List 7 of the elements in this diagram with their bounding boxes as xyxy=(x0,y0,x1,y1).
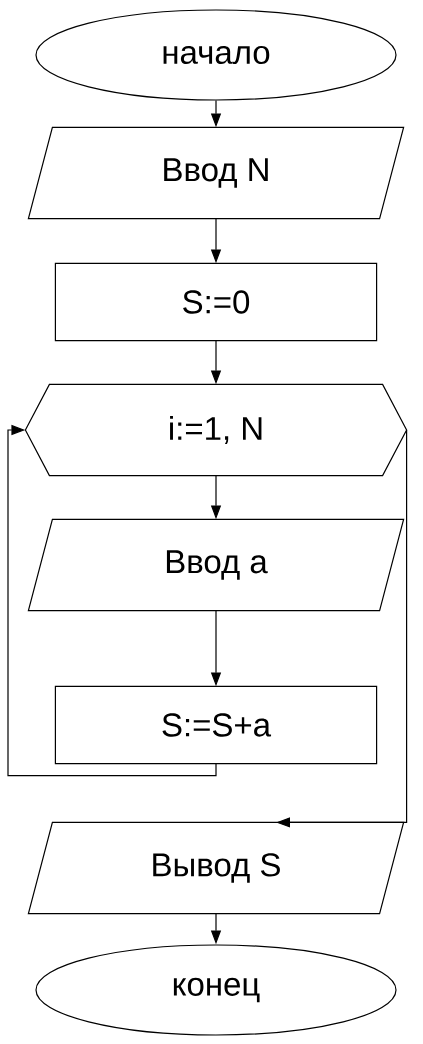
input-parallelogram: Ввод N xyxy=(27,126,405,220)
arrow xyxy=(7,424,217,777)
input-parallelogram: Ввод a xyxy=(27,518,405,612)
output-parallelogram: Вывод S xyxy=(27,821,405,915)
process-box: S:=0 xyxy=(54,262,378,342)
loop-hexagon: i:=1, N xyxy=(24,383,408,477)
process-box: S:=S+a xyxy=(54,685,378,765)
